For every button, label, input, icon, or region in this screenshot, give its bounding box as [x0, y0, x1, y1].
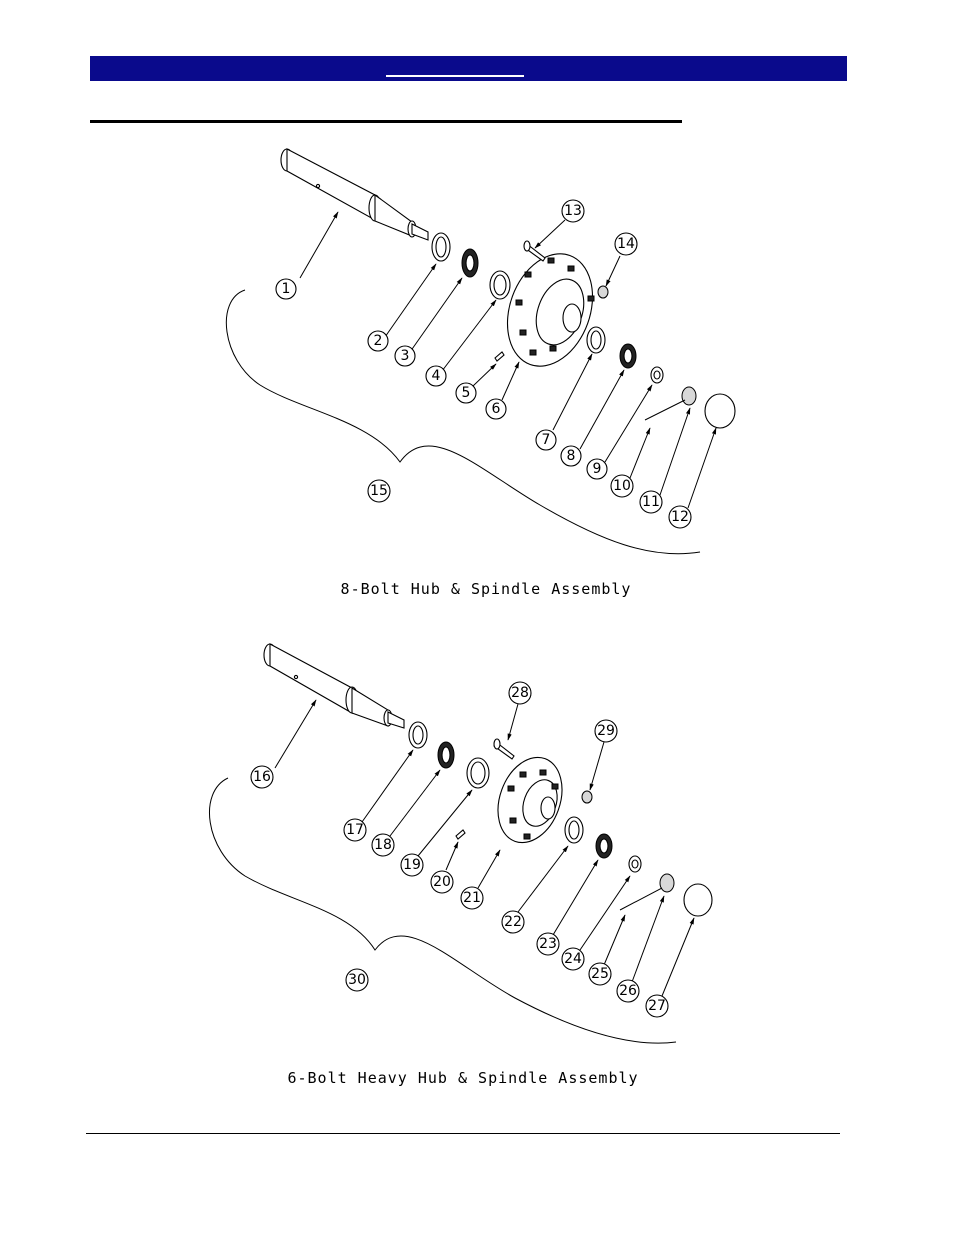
svg-text:19: 19 — [403, 857, 421, 873]
callout-8: 8 — [561, 446, 581, 466]
svg-text:17: 17 — [346, 822, 364, 838]
svg-text:18: 18 — [374, 837, 392, 853]
callout-21: 21 — [461, 887, 483, 909]
svg-text:22: 22 — [504, 914, 522, 930]
callout-19: 19 — [401, 854, 423, 876]
svg-text:29: 29 — [597, 723, 615, 739]
svg-text:14: 14 — [617, 236, 635, 252]
lug-nut-part — [598, 286, 608, 298]
callout-9: 9 — [587, 459, 607, 479]
svg-text:27: 27 — [648, 998, 666, 1014]
svg-text:24: 24 — [564, 951, 582, 967]
svg-text:8: 8 — [567, 448, 576, 464]
svg-text:20: 20 — [433, 874, 451, 890]
callout-20: 20 — [431, 871, 453, 893]
callout-18: 18 — [372, 834, 394, 856]
callout-22: 22 — [502, 911, 524, 933]
callout-11: 11 — [640, 491, 662, 513]
svg-text:15: 15 — [370, 483, 388, 499]
svg-text:4: 4 — [432, 368, 441, 384]
svg-text:5: 5 — [462, 385, 471, 401]
callout-14: 14 — [615, 233, 637, 255]
callout-25: 25 — [589, 963, 611, 985]
hub-6-bolt-part — [487, 748, 573, 851]
svg-text:3: 3 — [401, 348, 410, 364]
callout-26: 26 — [617, 980, 639, 1002]
svg-text:7: 7 — [542, 432, 551, 448]
assembly-8-bolt: 1 2 3 4 5 6 7 8 9 10 11 12 13 14 15 8-Bo… — [226, 149, 735, 598]
svg-text:26: 26 — [619, 983, 637, 999]
spindle-heavy-part — [264, 644, 404, 728]
svg-text:25: 25 — [591, 966, 609, 982]
caption-6-bolt-heavy: 6-Bolt Heavy Hub & Spindle Assembly — [287, 1069, 638, 1087]
svg-text:1: 1 — [282, 281, 291, 297]
callout-3: 3 — [395, 346, 415, 366]
callout-28: 28 — [509, 682, 531, 704]
callout-13: 13 — [562, 200, 584, 222]
callout-17: 17 — [344, 819, 366, 841]
callout-27: 27 — [646, 995, 668, 1017]
svg-text:10: 10 — [613, 478, 631, 494]
callout-12: 12 — [669, 506, 691, 528]
svg-text:12: 12 — [671, 509, 689, 525]
callout-15: 15 — [368, 480, 390, 502]
callout-5: 5 — [456, 383, 476, 403]
svg-text:21: 21 — [463, 890, 481, 906]
callout-30: 30 — [346, 969, 368, 991]
svg-text:13: 13 — [564, 203, 582, 219]
callout-24: 24 — [562, 948, 584, 970]
svg-text:28: 28 — [511, 685, 529, 701]
callout-16: 16 — [251, 766, 273, 788]
assembly-6-bolt-heavy: 16 17 18 19 20 21 22 23 24 25 26 27 28 2… — [209, 644, 712, 1087]
svg-text:23: 23 — [539, 936, 557, 952]
callout-1: 1 — [276, 279, 296, 299]
callout-7: 7 — [536, 430, 556, 450]
callout-4: 4 — [426, 366, 446, 386]
svg-text:2: 2 — [374, 333, 383, 349]
callout-6: 6 — [486, 399, 506, 419]
svg-text:6: 6 — [492, 401, 501, 417]
spindle-part — [281, 149, 428, 240]
callout-10: 10 — [611, 475, 633, 497]
svg-text:16: 16 — [253, 769, 271, 785]
callout-2: 2 — [368, 331, 388, 351]
svg-text:11: 11 — [642, 494, 660, 510]
svg-text:30: 30 — [348, 972, 366, 988]
callout-29: 29 — [595, 720, 617, 742]
svg-text:9: 9 — [593, 461, 602, 477]
caption-8-bolt: 8-Bolt Hub & Spindle Assembly — [341, 580, 632, 598]
grease-zerk-part — [495, 352, 504, 361]
footer-rule — [86, 1133, 840, 1134]
callout-23: 23 — [537, 933, 559, 955]
